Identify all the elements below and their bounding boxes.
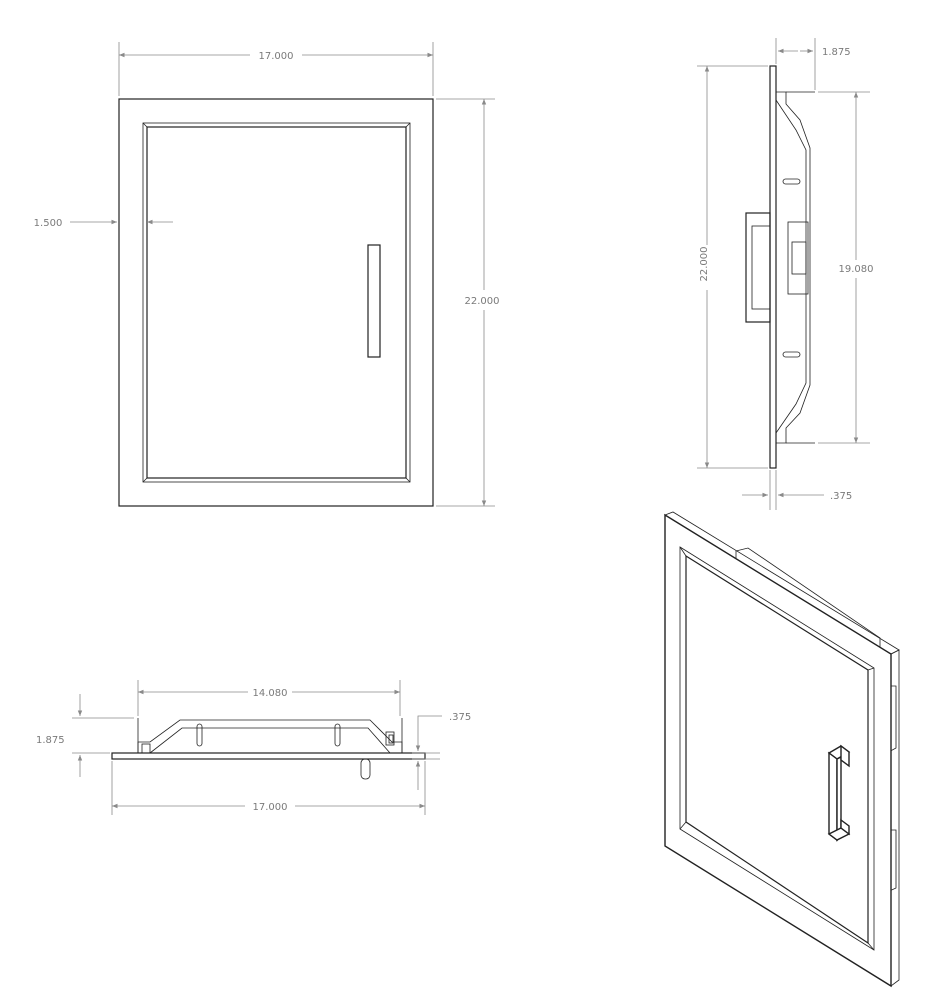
front-outer-frame — [118, 98, 434, 507]
iso-outer-frame — [664, 513, 892, 988]
top-inner-width-dim: 14.080 — [253, 688, 288, 699]
side-view: 1.875 22.000 19.080 .375 — [697, 38, 874, 510]
side-height-dim: 22.000 — [699, 247, 710, 282]
top-overall-width-dim: 17.000 — [253, 802, 288, 813]
top-thickness-dim: .375 — [449, 712, 471, 723]
side-depth-dim: 1.875 — [822, 47, 851, 58]
side-panel — [769, 65, 777, 469]
front-inner-panel — [146, 126, 407, 479]
front-inner-panel-outer — [142, 122, 411, 483]
isometric-view — [664, 511, 900, 988]
front-view: 17.000 22.000 1.500 — [34, 42, 500, 507]
side-handle — [745, 212, 771, 323]
side-inner-height-dim: 19.080 — [839, 264, 874, 275]
top-panel — [111, 752, 426, 760]
top-back-box — [137, 719, 403, 753]
front-width-dim: 17.000 — [259, 51, 294, 62]
front-height-dim: 22.000 — [465, 296, 500, 307]
top-view: 14.080 17.000 1.875 .375 — [36, 680, 471, 815]
front-handle — [367, 244, 381, 358]
side-thickness-dim: .375 — [830, 491, 852, 502]
front-frame-width-dim: 1.500 — [34, 218, 63, 229]
side-back-box — [776, 91, 811, 444]
iso-handle — [827, 744, 851, 842]
top-depth-dim: 1.875 — [36, 735, 65, 746]
